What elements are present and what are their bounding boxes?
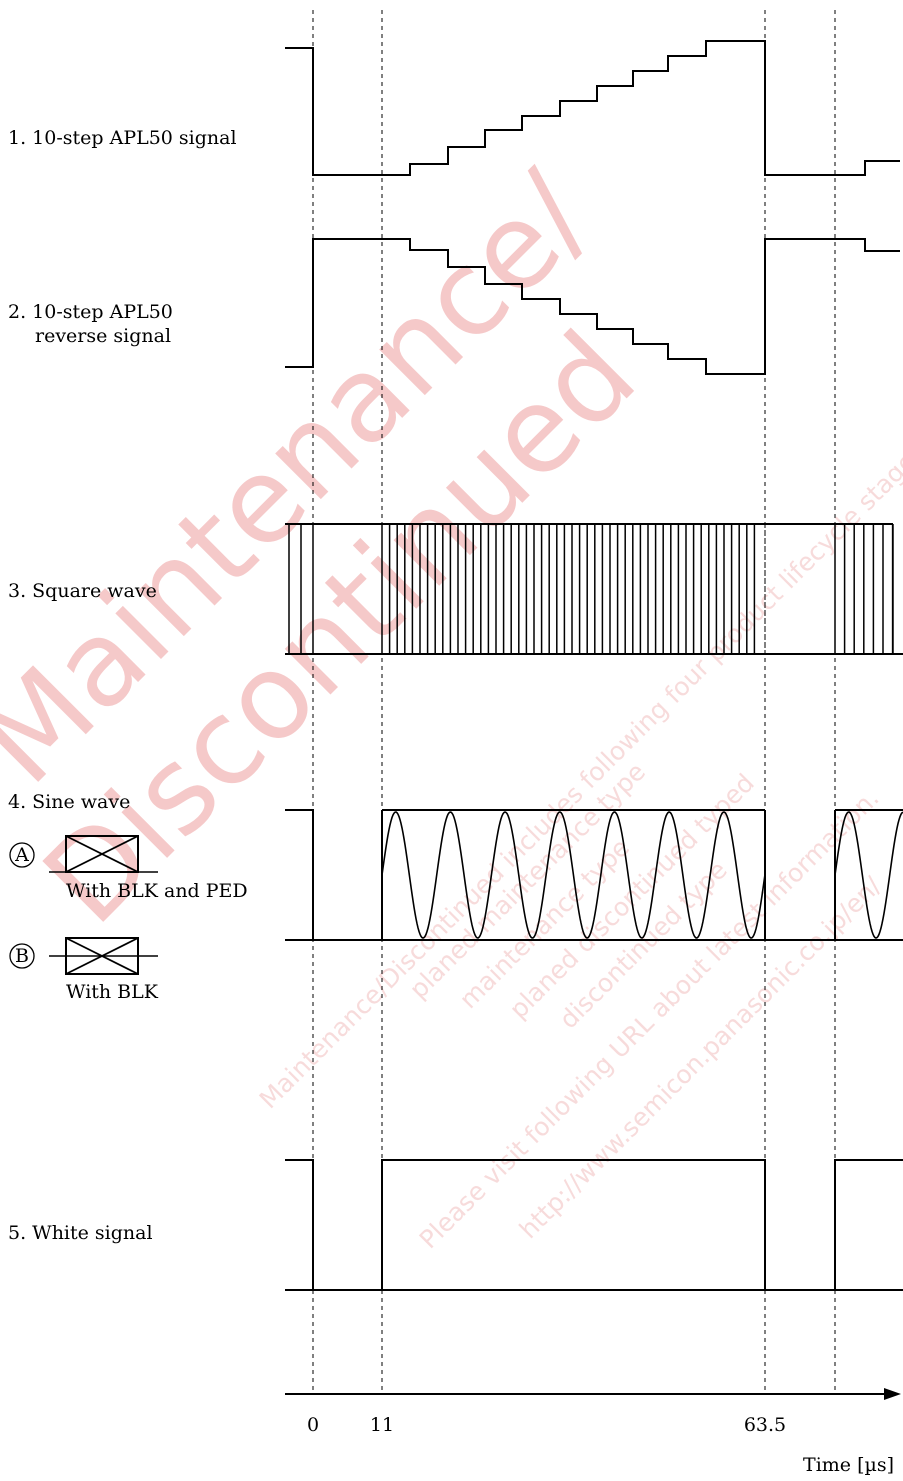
label-signal-1: 1. 10-step APL50 signal [8, 127, 237, 149]
waveform-apl50-reverse-staircase [285, 238, 900, 375]
label-signal-2-line2: reverse signal [35, 325, 171, 347]
white-pulse-next [834, 1159, 903, 1290]
time-axis-unit-label: Time [µs] [803, 1454, 894, 1476]
legend-b-label: With BLK [66, 981, 159, 1003]
watermark-line-7: http://www.semicon.panasonic.co.jp/en/ [514, 871, 888, 1245]
time-axis: 0 11 63.5 Time [µs] [285, 1388, 901, 1476]
sine-curve-burst-1 [381, 811, 766, 939]
sine-pre-blank [285, 809, 314, 940]
legend-a-label: With BLK and PED [66, 880, 248, 902]
legend: A With BLK and PED B With BLK [9, 835, 248, 1003]
tick-label-63-5: 63.5 [744, 1414, 786, 1436]
legend-b-symbol [49, 937, 158, 975]
waveform-white-signal [285, 1159, 903, 1291]
waveform-apl50-staircase [285, 40, 900, 176]
legend-b-marker [9, 943, 35, 969]
waveform-square-wave [285, 523, 903, 655]
legend-a-letter: A [14, 844, 29, 866]
waveform-sine-wave [285, 809, 903, 941]
label-signal-5: 5. White signal [8, 1222, 153, 1244]
label-signal-2: 2. 10-step APL50 [8, 301, 173, 323]
legend-b-letter: B [15, 945, 29, 967]
sine-curve-burst-2 [834, 811, 903, 939]
square-wave-transitions [288, 524, 894, 654]
legend-a-marker [9, 842, 35, 868]
tick-label-11: 11 [370, 1414, 394, 1436]
legend-a-symbol [49, 835, 158, 873]
watermark-line-6: Please visit following URL about latest … [414, 783, 885, 1254]
tick-label-0: 0 [307, 1414, 319, 1436]
time-axis-arrowhead [884, 1388, 901, 1400]
label-signal-4: 4. Sine wave [8, 791, 130, 813]
white-pulse-main [381, 1159, 766, 1290]
white-pulse-pre [285, 1159, 314, 1290]
label-signal-3: 3. Square wave [8, 580, 157, 602]
